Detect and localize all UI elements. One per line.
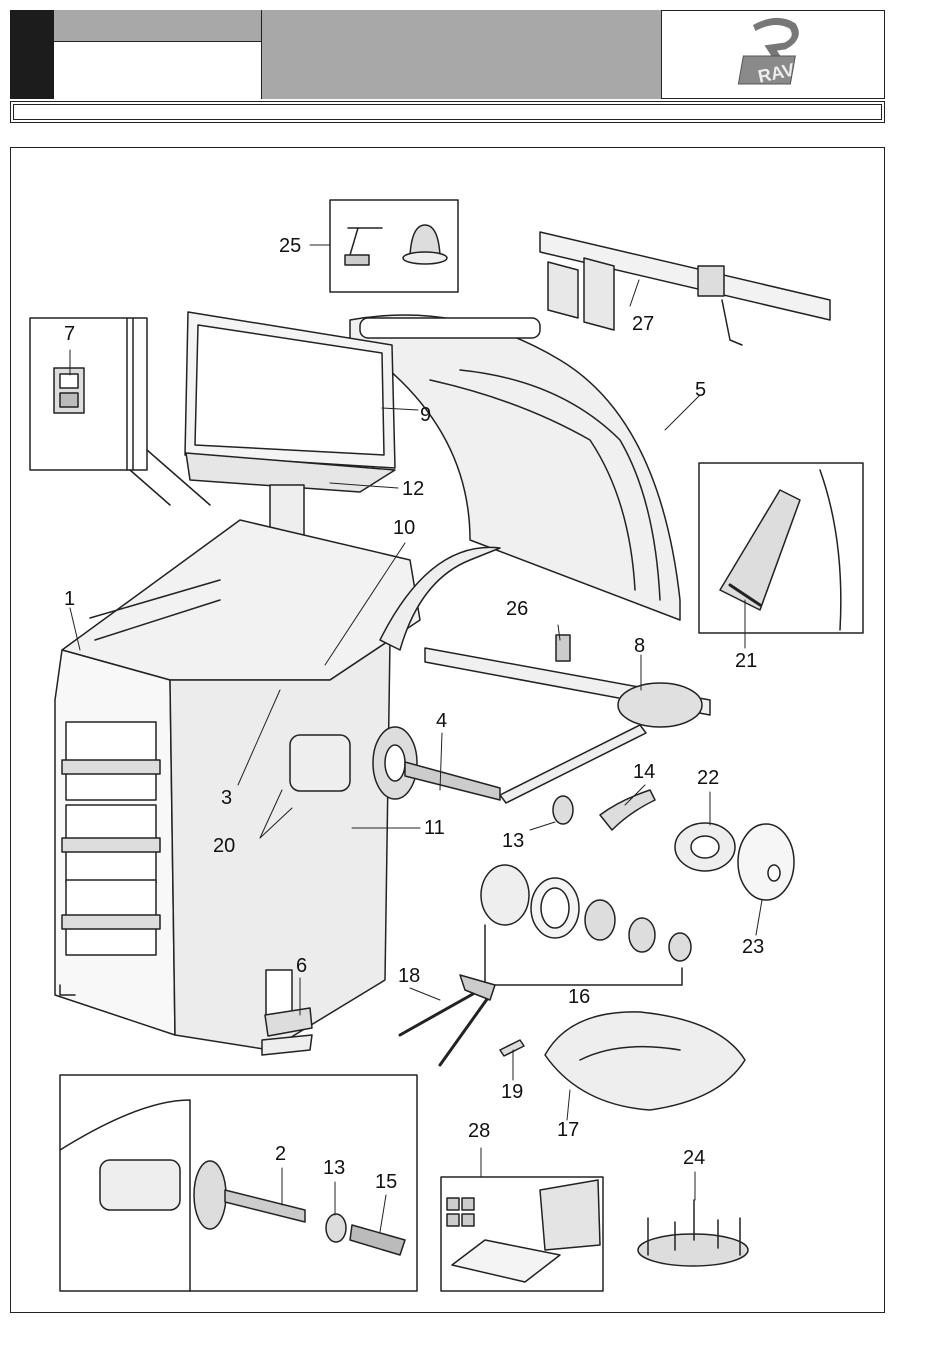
callout-5: 5 bbox=[695, 380, 706, 400]
callout-17: 17 bbox=[557, 1120, 579, 1140]
callout-27: 27 bbox=[632, 314, 654, 334]
callout-26: 26 bbox=[506, 599, 528, 619]
callout-24: 24 bbox=[683, 1148, 705, 1168]
callout-2: 2 bbox=[275, 1144, 286, 1164]
callout-13a: 13 bbox=[502, 831, 524, 851]
pedal-6 bbox=[262, 1008, 312, 1055]
callout-16: 16 bbox=[568, 987, 590, 1007]
callout-1: 1 bbox=[64, 589, 75, 609]
callout-15: 15 bbox=[375, 1172, 397, 1192]
inset-power-socket bbox=[30, 318, 210, 505]
shaft-4 bbox=[290, 727, 500, 800]
callout-12: 12 bbox=[402, 479, 424, 499]
rail-assembly-27 bbox=[540, 232, 830, 345]
callout-23: 23 bbox=[742, 937, 764, 957]
callout-10: 10 bbox=[393, 518, 415, 538]
flange-adapter-24 bbox=[638, 1200, 748, 1266]
callout-11: 11 bbox=[424, 818, 445, 838]
inset-accessories-25 bbox=[330, 200, 458, 292]
callout-13b: 13 bbox=[323, 1158, 345, 1178]
callout-19: 19 bbox=[501, 1082, 523, 1102]
callout-25: 25 bbox=[279, 236, 301, 256]
callout-6: 6 bbox=[296, 956, 307, 976]
callout-3: 3 bbox=[221, 788, 232, 808]
callout-9: 9 bbox=[420, 405, 431, 425]
callout-8: 8 bbox=[634, 636, 645, 656]
callout-20: 20 bbox=[213, 836, 235, 856]
accessory-row bbox=[553, 790, 794, 900]
callout-14: 14 bbox=[633, 762, 655, 782]
inset-shaft-variant bbox=[60, 1075, 417, 1291]
callout-7: 7 bbox=[64, 324, 75, 344]
callout-22: 22 bbox=[697, 768, 719, 788]
inset-electronics-kit-28 bbox=[441, 1177, 603, 1291]
inset-hood-hinge-21 bbox=[699, 463, 863, 633]
callout-28: 28 bbox=[468, 1121, 490, 1141]
callout-4: 4 bbox=[436, 711, 447, 731]
monitor-9 bbox=[185, 312, 395, 555]
centering-cones-16 bbox=[481, 865, 691, 985]
callout-21: 21 bbox=[735, 651, 757, 671]
callout-18: 18 bbox=[398, 966, 420, 986]
